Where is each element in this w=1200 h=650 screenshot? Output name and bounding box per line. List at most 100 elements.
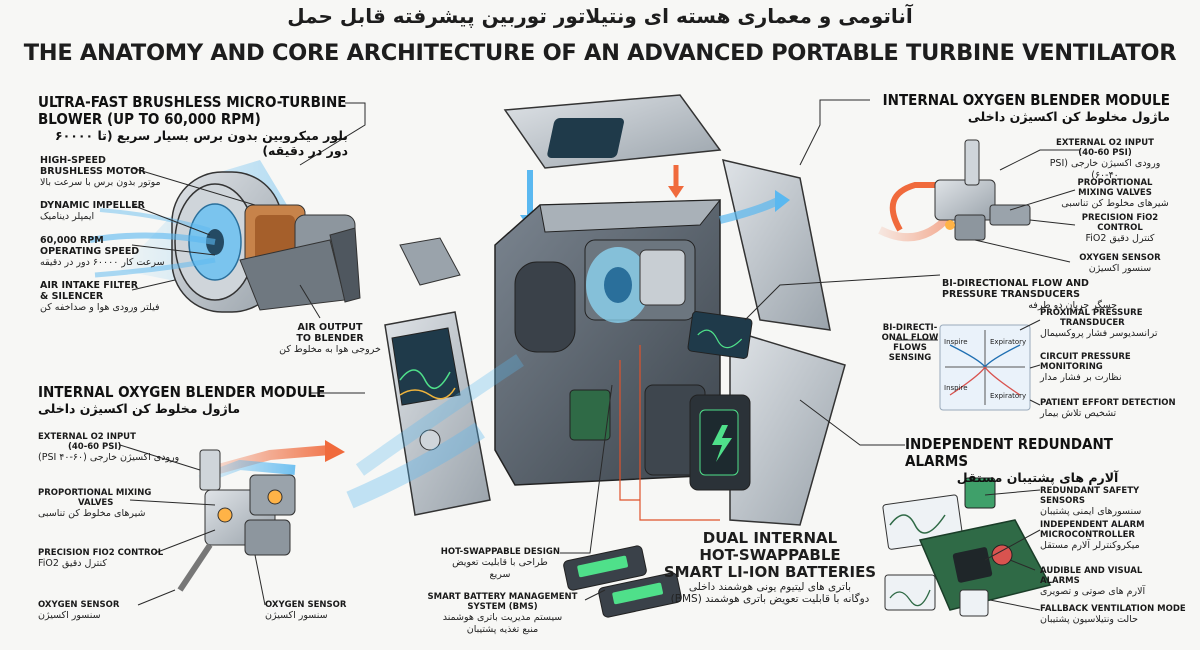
filter-line-1: AIR INTAKE FILTER bbox=[40, 280, 139, 291]
proximal-fa: ترانسدیوسر فشار پروکسیمال bbox=[1040, 328, 1158, 339]
hot-swap-fa-2: سریع bbox=[489, 569, 511, 580]
transducers-line-1: BI-DIRECTIONAL FLOW AND bbox=[942, 278, 1089, 289]
alarms-heading: INDEPENDENT REDUNDANT ALARMS آلارم های پ… bbox=[905, 435, 1170, 486]
batteries-fa-2: دوگانه با قابلیت تعویض باتری هوشمند (BMS… bbox=[670, 593, 870, 605]
blower-heading-fa: بلور میکروبین بدون برس بسیار سریع (تا ۶۰… bbox=[54, 128, 348, 158]
left-blender-title: INTERNAL OXYGEN BLENDER MODULE bbox=[38, 383, 326, 401]
bms-fa-1: سیستم مدیریت باتری هوشمند bbox=[442, 612, 563, 623]
bms-line-1: SMART BATTERY MANAGEMENT bbox=[427, 592, 578, 602]
mcu-line-1: INDEPENDENT ALARM bbox=[1040, 520, 1145, 530]
proximal-line-2: TRANSDUCER bbox=[1060, 318, 1125, 328]
label-left-sensor-a: OXYGEN SENSOR سنسور اکسیژن bbox=[38, 600, 158, 622]
batteries-line-3: SMART LI-ION BATTERIES bbox=[663, 563, 877, 581]
right-valves-fa: شیرهای مخلوط کن تناسبی bbox=[1061, 198, 1169, 209]
label-left-sensor-b: OXYGEN SENSOR سنسور اکسیژن bbox=[265, 600, 385, 622]
label-air-output: AIR OUTPUT TO BLENDER خروجی هوا به مخلوط… bbox=[270, 322, 390, 356]
label-proximal: PROXIMAL PRESSURE TRANSDUCER ترانسدیوسر … bbox=[1040, 308, 1180, 340]
leader-lines bbox=[119, 99, 1080, 611]
left-o2-line-1: EXTERNAL O2 INPUT bbox=[38, 432, 136, 442]
label-alarm-mcu: INDEPENDENT ALARM MICROCONTROLLER میکروک… bbox=[1040, 520, 1180, 552]
filter-fa: فیلتر ورودی هوا و صداخفه کن bbox=[40, 302, 160, 313]
proximal-line-1: PROXIMAL PRESSURE bbox=[1040, 308, 1143, 318]
flow-line-1: BI-DIRECTI- bbox=[882, 323, 938, 333]
blower-heading-line-1: ULTRA-FAST BRUSHLESS MICRO-TURBINE bbox=[38, 93, 347, 111]
left-fio2-en: PRECISION FIO2 CONTROL bbox=[38, 548, 164, 558]
bms-fa-2: منبع تغذیه پشتیبان bbox=[466, 624, 539, 635]
left-sensor-b-fa: سنسور اکسیژن bbox=[265, 610, 328, 621]
right-sensor-fa: سنسور اکسیژن bbox=[1088, 263, 1152, 274]
circuit-fa: نظارت بر فشار مدار bbox=[1040, 372, 1122, 383]
left-valves-fa: شیرهای مخلوط کن تناسبی bbox=[38, 508, 146, 519]
label-circuit: CIRCUIT PRESSURE MONITORING نظارت بر فشا… bbox=[1040, 352, 1180, 384]
right-o2-line-2: (40-60 PSI) bbox=[1078, 148, 1132, 158]
fallback-fa: حالت ونتیلاسیون پشتیبان bbox=[1040, 614, 1138, 625]
motor-line-2: BRUSHLESS MOTOR bbox=[40, 166, 146, 177]
right-blender-title-fa: ماژول مخلوط کن اکسیژن داخلی bbox=[967, 109, 1170, 124]
graph-expiratory-bottom: Expiratory bbox=[990, 392, 1027, 400]
label-fallback: FALLBACK VENTILATION MODE حالت ونتیلاسیو… bbox=[1040, 604, 1190, 626]
circuit-line-2: MONITORING bbox=[1040, 362, 1103, 372]
filter-line-2: & SILENCER bbox=[40, 291, 104, 302]
batteries-fa-1: باتری های لیتیوم یونی هوشمند داخلی bbox=[688, 581, 852, 593]
flow-line-4: SENSING bbox=[888, 353, 932, 363]
left-valves-line-2: VALVES bbox=[78, 498, 114, 508]
circuit-line-1: CIRCUIT PRESSURE bbox=[1040, 352, 1131, 362]
label-left-valves: PROPORTIONAL MIXING VALVES شیرهای مخلوط … bbox=[38, 488, 198, 520]
sensors-fa: سنسورهای ایمنی پشتیبان bbox=[1040, 506, 1142, 517]
right-blender-illustration bbox=[878, 139, 1031, 242]
flow-line-2: ONAL FLOW bbox=[881, 333, 939, 343]
graph-inspire-top: Inspire bbox=[944, 338, 968, 346]
label-impeller: DYNAMIC IMPELLER ایمپلر دینامیک bbox=[40, 200, 180, 223]
hot-swap-fa-1: طراحی با قابلیت تعویض bbox=[452, 557, 548, 568]
hot-swap-en: HOT-SWAPPABLE DESIGN bbox=[440, 547, 560, 557]
right-o2-line-1: EXTERNAL O2 INPUT bbox=[1056, 138, 1154, 148]
left-blender-title-fa: ماژول مخلوط کن اکسیژن داخلی bbox=[38, 401, 241, 416]
right-fio2-line-1: PRECISION FiO2 bbox=[1081, 213, 1159, 223]
right-o2-fa: ورودی اکسیژن خارجی (PSI ۶۰-۴۰) bbox=[1049, 158, 1161, 181]
transducers-fa: حسگر جریان دو طرفه bbox=[1028, 300, 1117, 311]
av-fa: آلارم های صوتی و تصویری bbox=[1040, 586, 1146, 597]
right-sensor-en: OXYGEN SENSOR bbox=[1079, 253, 1161, 263]
speed-line-2: OPERATING SPEED bbox=[40, 246, 140, 257]
left-blender-heading: INTERNAL OXYGEN BLENDER MODULE ماژول مخل… bbox=[38, 383, 338, 417]
blower-heading-line-2: BLOWER (UP TO 60,000 RPM) bbox=[38, 110, 261, 128]
title-persian: آناتومی و معماری هسته ای ونتیلاتور توربی… bbox=[287, 4, 913, 28]
label-right-sensor: OXYGEN SENSOR سنسور اکسیژن bbox=[1070, 253, 1170, 275]
label-right-o2-input: EXTERNAL O2 INPUT (40-60 PSI) ورودی اکسی… bbox=[1040, 138, 1170, 182]
left-blender-illustration bbox=[177, 440, 345, 592]
alarms-title: INDEPENDENT REDUNDANT ALARMS bbox=[905, 435, 1113, 470]
batteries-line-1: DUAL INTERNAL bbox=[702, 529, 838, 547]
flow-sensing-graph bbox=[939, 324, 1031, 411]
right-fio2-line-2: CONTROL bbox=[1097, 223, 1143, 233]
left-valves-line-1: PROPORTIONAL MIXING bbox=[38, 488, 152, 498]
label-left-o2-input: EXTERNAL O2 INPUT (40-60 PSI) ورودی اکسی… bbox=[38, 432, 198, 464]
label-flow-sensing: BI-DIRECTI- ONAL FLOW FLOWS SENSING bbox=[880, 323, 940, 363]
transducers-heading: BI-DIRECTIONAL FLOW AND PRESSURE TRANSDU… bbox=[942, 278, 1142, 312]
left-sensor-b-en: OXYGEN SENSOR bbox=[265, 600, 347, 610]
title-english: THE ANATOMY AND CORE ARCHITECTURE OF AN … bbox=[23, 40, 1177, 66]
alarms-title-fa: آلارم های پشتیبان مستقل bbox=[956, 470, 1119, 485]
right-blender-heading: INTERNAL OXYGEN BLENDER MODULE ماژول مخل… bbox=[880, 91, 1170, 125]
air-output-fa: خروجی هوا به مخلوط کن bbox=[279, 344, 381, 355]
label-speed: 60,000 RPM OPERATING SPEED سرعت کار ۶۰۰۰… bbox=[40, 235, 180, 269]
right-valves-line-2: MIXING VALVES bbox=[1078, 188, 1152, 198]
mcu-line-2: MICROCONTROLLER bbox=[1040, 530, 1135, 540]
label-right-valves: PROPORTIONAL MIXING VALVES شیرهای مخلوط … bbox=[1060, 178, 1170, 210]
right-blender-title: INTERNAL OXYGEN BLENDER MODULE bbox=[882, 91, 1170, 109]
transducers-line-2: PRESSURE TRANSDUCERS bbox=[942, 289, 1081, 300]
blower-heading: ULTRA-FAST BRUSHLESS MICRO-TURBINE BLOWE… bbox=[38, 93, 358, 159]
left-fio2-fa: کنترل دقیق FiO2 bbox=[38, 558, 107, 569]
speed-line-1: 60,000 RPM bbox=[40, 235, 104, 246]
batteries-heading: DUAL INTERNAL HOT-SWAPPABLE SMART LI-ION… bbox=[660, 529, 880, 606]
graph-inspire-bottom: Inspire bbox=[944, 384, 968, 392]
left-o2-line-2: (40-60 PSI) bbox=[68, 442, 122, 452]
motor-line-1: HIGH-SPEED bbox=[40, 155, 106, 166]
label-hot-swap: HOT-SWAPPABLE DESIGN طراحی با قابلیت تعو… bbox=[440, 547, 560, 581]
speed-fa: سرعت کار ۶۰۰۰۰ دور در دقیقه bbox=[40, 257, 165, 268]
impeller-fa: ایمپلر دینامیک bbox=[40, 211, 95, 222]
label-motor: HIGH-SPEED BRUSHLESS MOTOR موتور بدون بر… bbox=[40, 155, 180, 189]
motor-fa: موتور بدون برس با سرعت بالا bbox=[40, 177, 161, 188]
graph-expiratory-top: Expiratory bbox=[990, 338, 1027, 346]
loose-batteries-illustration bbox=[563, 545, 682, 618]
blower-illustration bbox=[89, 160, 361, 313]
